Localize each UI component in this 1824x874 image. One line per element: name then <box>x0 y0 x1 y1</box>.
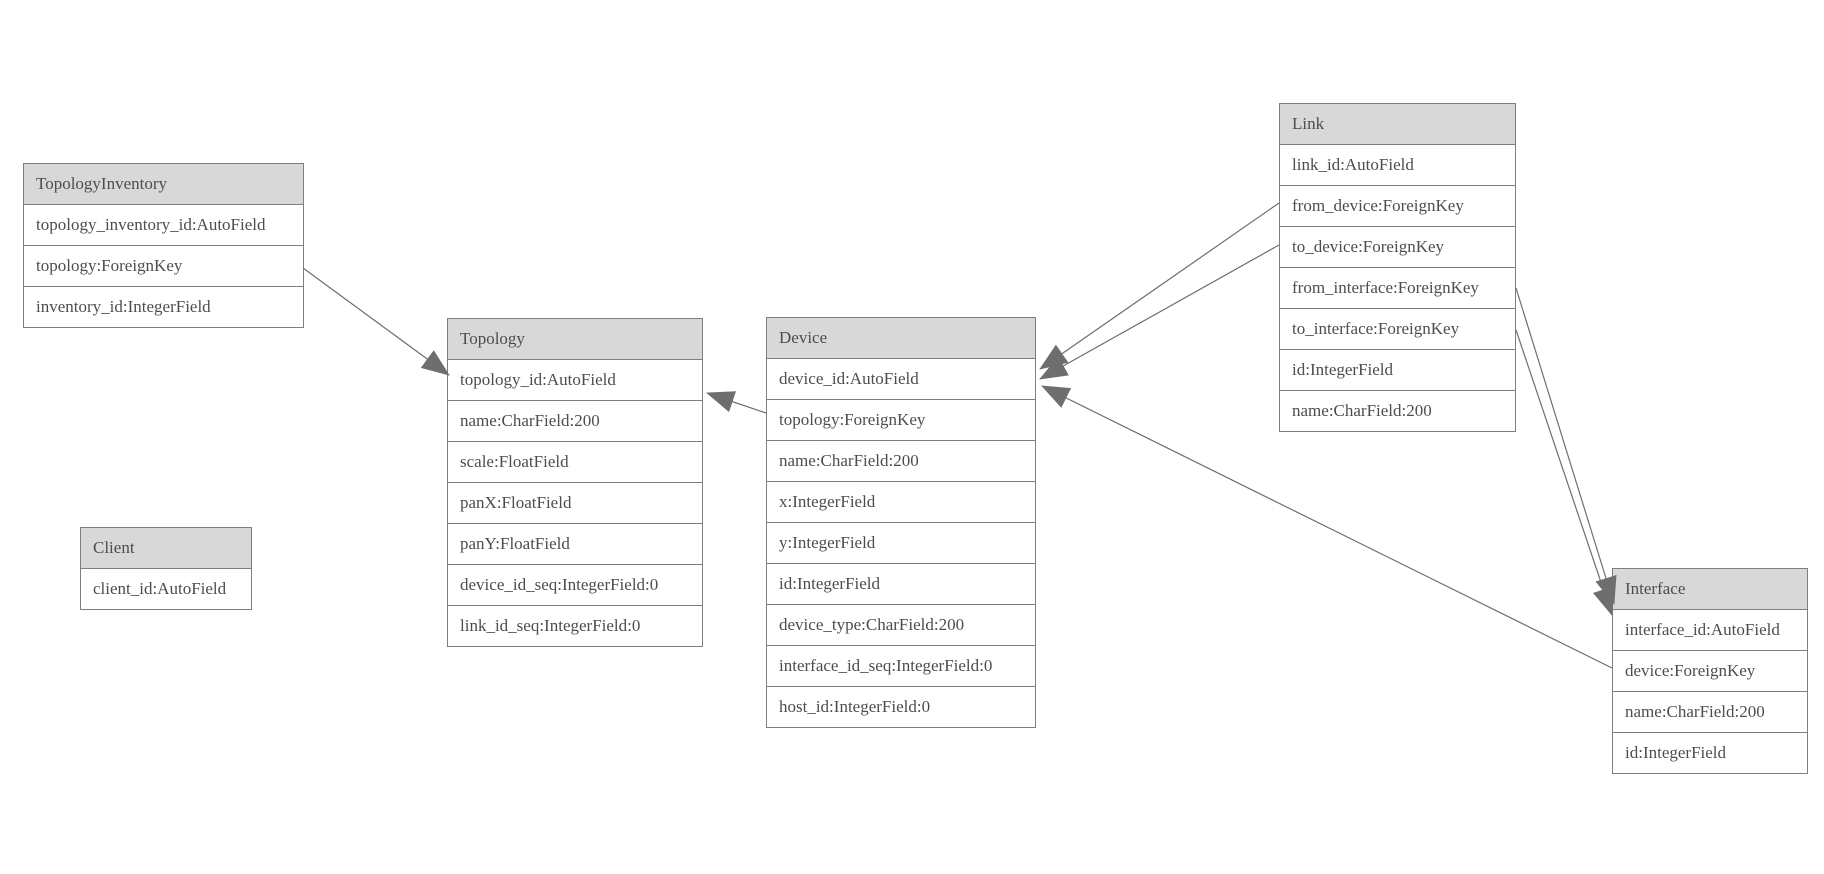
entity-field-row: panX:FloatField <box>448 483 702 524</box>
entity-field-row: interface_id_seq:IntegerField:0 <box>767 646 1035 687</box>
entity-title: Link <box>1280 104 1515 145</box>
entity-title: Topology <box>448 319 702 360</box>
entity-title: Interface <box>1613 569 1807 610</box>
entity-field-row: topology_inventory_id:AutoField <box>24 205 303 246</box>
entity-field-row: inventory_id:IntegerField <box>24 287 303 327</box>
relation-link-from_interface-interface <box>1515 287 1617 605</box>
entity-field-row: scale:FloatField <box>448 442 702 483</box>
entity-field-row: host_id:IntegerField:0 <box>767 687 1035 727</box>
relation-topologyinventory-topology <box>302 267 450 376</box>
entity-field-row: client_id:AutoField <box>81 569 251 609</box>
entity-field-row: device_type:CharField:200 <box>767 605 1035 646</box>
entity-field-row: y:IntegerField <box>767 523 1035 564</box>
relation-link-to_interface-interface <box>1515 329 1614 616</box>
entity-field-row: from_interface:ForeignKey <box>1280 268 1515 309</box>
entity-field-row: topology:ForeignKey <box>24 246 303 287</box>
relation-device-topology <box>706 391 767 414</box>
entity-field-row: x:IntegerField <box>767 482 1035 523</box>
relation-link-to_device-device <box>1039 244 1280 380</box>
entity-field-row: name:CharField:200 <box>448 401 702 442</box>
entity-field-row: to_device:ForeignKey <box>1280 227 1515 268</box>
entity-field-row: device:ForeignKey <box>1613 651 1807 692</box>
entity-field-row: to_interface:ForeignKey <box>1280 309 1515 350</box>
entity-field-row: name:CharField:200 <box>1613 692 1807 733</box>
entity-title: Device <box>767 318 1035 359</box>
entity-field-row: from_device:ForeignKey <box>1280 186 1515 227</box>
entity-title: Client <box>81 528 251 569</box>
entity-field-row: name:CharField:200 <box>767 441 1035 482</box>
relation-link-from_device-device <box>1039 202 1280 370</box>
entity-field-row: link_id_seq:IntegerField:0 <box>448 606 702 646</box>
entity-field-row: topology_id:AutoField <box>448 360 702 401</box>
entity-title: TopologyInventory <box>24 164 303 205</box>
entity-field-row: topology:ForeignKey <box>767 400 1035 441</box>
entity-field-row: device_id_seq:IntegerField:0 <box>448 565 702 606</box>
entity-field-row: id:IntegerField <box>1280 350 1515 391</box>
entity-field-row: name:CharField:200 <box>1280 391 1515 431</box>
entity-field-row: panY:FloatField <box>448 524 702 565</box>
entity-field-row: device_id:AutoField <box>767 359 1035 400</box>
entity-field-row: link_id:AutoField <box>1280 145 1515 186</box>
entity-field-row: id:IntegerField <box>767 564 1035 605</box>
entity-field-row: interface_id:AutoField <box>1613 610 1807 651</box>
entity-field-row: id:IntegerField <box>1613 733 1807 773</box>
